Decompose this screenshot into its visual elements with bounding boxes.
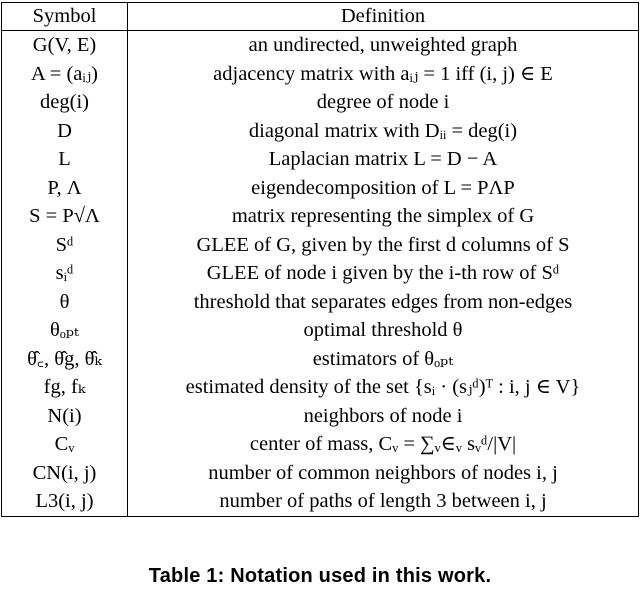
definition-text: number of paths of length 3 between i, j — [219, 490, 547, 512]
definition-cell: estimated density of the set {sᵢ · (sⱼᵈ)… — [127, 373, 639, 402]
symbol-text: CN(i, j) — [32, 461, 97, 484]
definition-cell: eigendecomposition of L = PΛP — [127, 173, 639, 202]
symbol-cell: θ — [1, 287, 128, 316]
symbol-cell: deg(i) — [1, 88, 128, 117]
definition-cell: number of common neighbors of nodes i, j — [127, 458, 639, 487]
definition-text: adjacency matrix with aᵢⱼ = 1 iff (i, j)… — [213, 62, 553, 85]
symbol-text: L — [58, 148, 71, 170]
table-row: A = (aᵢⱼ) adjacency matrix with aᵢⱼ = 1 i… — [1, 59, 639, 88]
definition-cell: degree of node i — [127, 88, 639, 117]
symbol-text: G(V, E) — [32, 34, 97, 56]
definition-text: number of common neighbors of nodes i, j — [208, 461, 558, 484]
definition-text: eigendecomposition of L = PΛP — [251, 176, 515, 199]
table-row: sᵢᵈ GLEE of node i given by the i-th row … — [1, 259, 639, 288]
definition-text: an undirected, unweighted graph — [248, 34, 518, 56]
notation-table-container: Symbol Definition G(V, E) an undirected, … — [1, 2, 639, 517]
symbol-cell: θₒₚₜ — [1, 316, 128, 345]
symbol-cell: sᵢᵈ — [1, 259, 128, 288]
table-row: θ̂꜀, θ̂g, θ̂ₖ estimators of θₒₚₜ — [1, 344, 639, 373]
symbol-cell: G(V, E) — [1, 30, 128, 60]
table-row: θₒₚₜ optimal threshold θ — [1, 316, 639, 345]
table-row: Sᵈ GLEE of G, given by the first d column… — [1, 230, 639, 259]
definition-text: estimators of θₒₚₜ — [312, 347, 454, 370]
symbol-text: L3(i, j) — [35, 490, 94, 512]
symbol-cell: fg, fₖ — [1, 373, 128, 402]
definition-text: center of mass, Cᵥ = ∑ᵥ∈ᵥ sᵥᵈ/|V| — [249, 433, 517, 455]
definition-text: Laplacian matrix L = D − A — [268, 148, 498, 170]
definition-text: threshold that separates edges from non-… — [193, 290, 573, 313]
table-row: P, Λ eigendecomposition of L = PΛP — [1, 173, 639, 202]
table-header: Symbol Definition — [1, 2, 639, 31]
symbol-cell: Cᵥ — [1, 430, 128, 459]
definition-text: diagonal matrix with Dᵢᵢ = deg(i) — [248, 119, 518, 142]
symbol-text: θₒₚₜ — [50, 319, 79, 341]
definition-cell: neighbors of node i — [127, 401, 639, 430]
table-row: S = P√Λ matrix representing the simplex o… — [1, 202, 639, 231]
definition-column-header: Definition — [127, 2, 639, 31]
definition-text: matrix representing the simplex of G — [231, 205, 535, 227]
definition-text: neighbors of node i — [303, 404, 463, 427]
symbol-text: D — [57, 119, 72, 142]
definition-cell: matrix representing the simplex of G — [127, 202, 639, 231]
symbol-text: deg(i) — [40, 91, 89, 113]
definition-text: GLEE of node i given by the i-th row of … — [206, 262, 560, 284]
symbol-text: θ̂꜀, θ̂g, θ̂ₖ — [27, 347, 102, 370]
definition-cell: estimators of θₒₚₜ — [127, 344, 639, 373]
definition-cell: center of mass, Cᵥ = ∑ᵥ∈ᵥ sᵥᵈ/|V| — [127, 430, 639, 459]
symbol-text: Sᵈ — [55, 233, 74, 256]
definition-cell: diagonal matrix with Dᵢᵢ = deg(i) — [127, 116, 639, 145]
notation-table: Symbol Definition G(V, E) an undirected, … — [1, 2, 639, 517]
table-row: Cᵥ center of mass, Cᵥ = ∑ᵥ∈ᵥ sᵥᵈ/|V| — [1, 430, 639, 459]
symbol-cell: D — [1, 116, 128, 145]
symbol-text: θ — [59, 290, 70, 313]
table-row: CN(i, j) number of common neighbors of no… — [1, 458, 639, 487]
table-row: deg(i) degree of node i — [1, 88, 639, 117]
definition-cell: Laplacian matrix L = D − A — [127, 145, 639, 174]
table-row: fg, fₖ estimated density of the set {sᵢ ·… — [1, 373, 639, 402]
definition-cell: an undirected, unweighted graph — [127, 30, 639, 60]
symbol-cell: L — [1, 145, 128, 174]
symbol-cell: S = P√Λ — [1, 202, 128, 231]
symbol-text: S = P√Λ — [29, 205, 100, 227]
symbol-cell: Sᵈ — [1, 230, 128, 259]
table-row: L3(i, j) number of paths of length 3 betw… — [1, 487, 639, 517]
definition-text: optimal threshold θ — [303, 319, 463, 341]
definition-text: GLEE of G, given by the first d columns … — [196, 233, 570, 256]
symbol-text: Cᵥ — [54, 433, 75, 455]
definition-cell: optimal threshold θ — [127, 316, 639, 345]
symbol-text: P, Λ — [47, 176, 82, 199]
table-caption: Table 1: Notation used in this work. — [148, 565, 492, 587]
header-row: Symbol Definition — [1, 2, 639, 31]
table-row: θ threshold that separates edges from non… — [1, 287, 639, 316]
definition-text: degree of node i — [316, 91, 450, 113]
definition-cell: adjacency matrix with aᵢⱼ = 1 iff (i, j)… — [127, 59, 639, 88]
definition-cell: number of paths of length 3 between i, j — [127, 487, 639, 517]
table-row: L Laplacian matrix L = D − A — [1, 145, 639, 174]
table-body: G(V, E) an undirected, unweighted graph A … — [1, 30, 639, 517]
table-row: G(V, E) an undirected, unweighted graph — [1, 30, 639, 60]
symbol-cell: N(i) — [1, 401, 128, 430]
symbol-cell: A = (aᵢⱼ) — [1, 59, 128, 88]
symbol-text: sᵢᵈ — [55, 262, 74, 284]
symbol-text: A = (aᵢⱼ) — [30, 62, 98, 85]
symbol-cell: CN(i, j) — [1, 458, 128, 487]
symbol-text: fg, fₖ — [43, 376, 86, 398]
symbol-cell: L3(i, j) — [1, 487, 128, 517]
symbol-cell: P, Λ — [1, 173, 128, 202]
symbol-text: N(i) — [47, 404, 82, 427]
symbol-column-header: Symbol — [1, 2, 128, 31]
symbol-cell: θ̂꜀, θ̂g, θ̂ₖ — [1, 344, 128, 373]
definition-cell: threshold that separates edges from non-… — [127, 287, 639, 316]
definition-text: estimated density of the set {sᵢ · (sⱼᵈ)… — [185, 376, 581, 398]
definition-cell: GLEE of node i given by the i-th row of … — [127, 259, 639, 288]
table-row: N(i) neighbors of node i — [1, 401, 639, 430]
definition-cell: GLEE of G, given by the first d columns … — [127, 230, 639, 259]
